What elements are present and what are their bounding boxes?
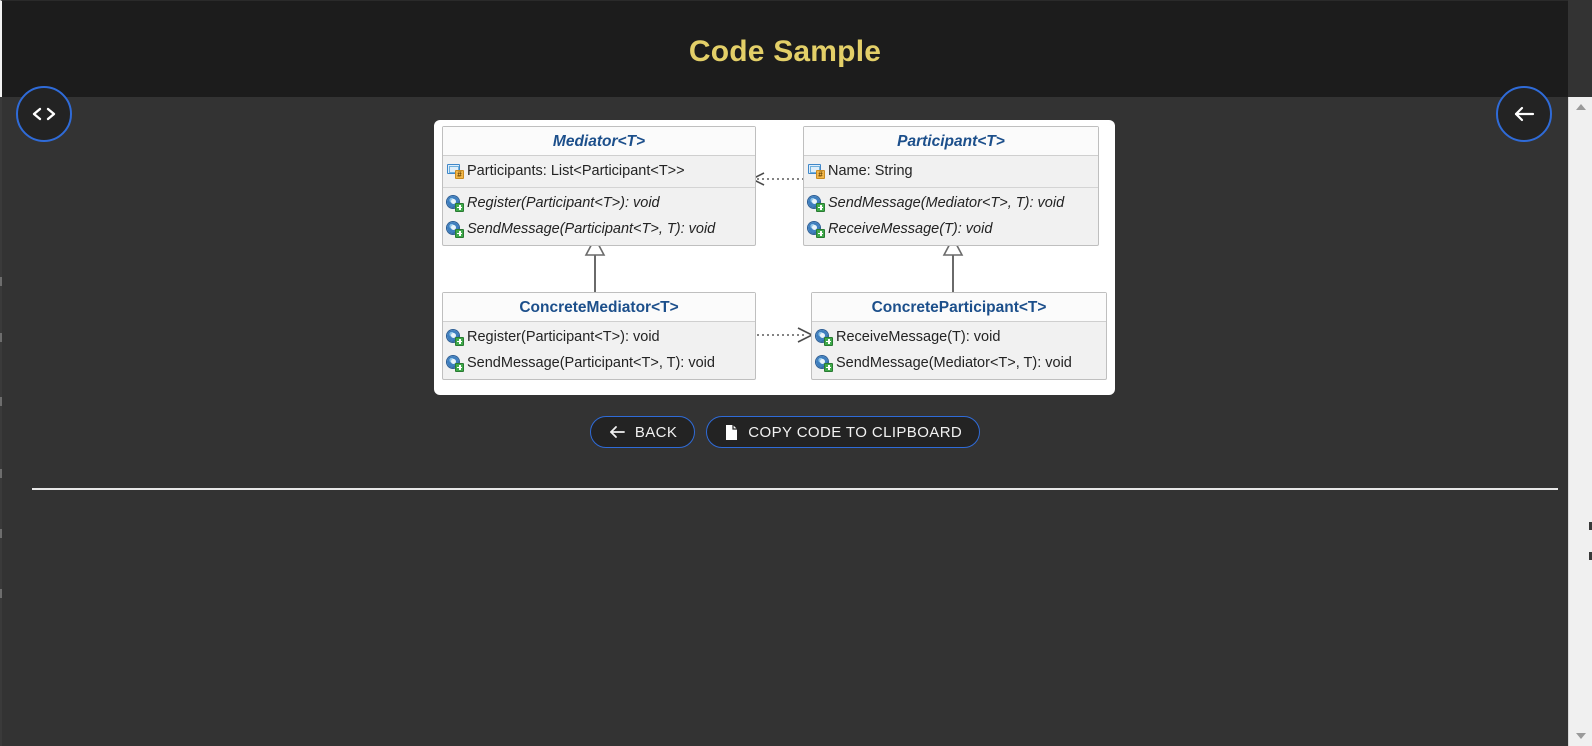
arrow-left-icon [1512,105,1536,123]
uml-class-title: ConcreteMediator<T> [443,293,755,322]
uml-property-row: # Name: String [804,158,1098,184]
uml-methods-section: ReceiveMessage(T): void SendMessage(Medi… [812,322,1106,379]
uml-member-label: ReceiveMessage(T): void [828,221,993,237]
floating-back-button[interactable] [1496,86,1552,142]
method-icon [816,355,833,372]
back-button[interactable]: BACK [589,416,696,448]
uml-method-row: SendMessage(Mediator<T>, T): void [812,350,1106,376]
uml-properties-section: # Name: String [804,156,1098,187]
section-divider [32,488,1558,490]
uml-class-concrete-participant[interactable]: ConcreteParticipant<T> ReceiveMessage(T)… [811,292,1107,380]
copy-code-button[interactable]: COPY CODE TO CLIPBOARD [706,416,981,448]
uml-method-row: Register(Participant<T>): void [443,324,755,350]
vertical-scrollbar[interactable] [1568,97,1592,746]
uml-member-label: Participants: List<Participant<T>> [467,163,685,179]
uml-member-label: SendMessage(Mediator<T>, T): void [836,355,1072,371]
uml-method-row: SendMessage(Mediator<T>, T): void [804,190,1098,216]
uml-method-row: SendMessage(Participant<T>, T): void [443,216,755,242]
uml-properties-section: # Participants: List<Participant<T>> [443,156,755,187]
uml-method-row: ReceiveMessage(T): void [812,324,1106,350]
uml-diagram-container: Mediator<T> # Participants: List<Partici… [434,120,1115,395]
uml-method-row: ReceiveMessage(T): void [804,216,1098,242]
uml-member-label: Register(Participant<T>): void [467,329,660,345]
page-title: Code Sample [688,35,882,68]
back-button-label: BACK [634,423,678,441]
copy-code-button-label: COPY CODE TO CLIPBOARD [748,423,963,441]
uml-method-row: Register(Participant<T>): void [443,190,755,216]
chevron-up-icon [1576,104,1586,110]
method-icon [808,195,825,212]
uml-member-label: ReceiveMessage(T): void [836,329,1001,345]
uml-member-label: Register(Participant<T>): void [467,195,660,211]
property-icon: # [447,163,464,179]
uml-member-label: Name: String [828,163,913,179]
uml-member-label: SendMessage(Participant<T>, T): void [467,221,716,237]
property-icon: # [808,163,825,179]
chevron-down-icon [1576,733,1586,739]
code-toggle-button[interactable] [16,86,72,142]
action-button-row: BACK COPY CODE TO CLIPBOARD [2,416,1568,448]
method-icon [447,221,464,238]
uml-class-participant[interactable]: Participant<T> # Name: String [803,126,1099,246]
uml-class-title: ConcreteParticipant<T> [812,293,1106,322]
uml-method-row: SendMessage(Participant<T>, T): void [443,350,755,376]
method-icon [447,329,464,346]
scrollbar-notch [1589,552,1592,560]
method-icon [447,195,464,212]
uml-class-mediator[interactable]: Mediator<T> # Participants: List<Partici… [442,126,756,246]
copy-file-icon [724,424,739,441]
uml-property-row: # Participants: List<Participant<T>> [443,158,755,184]
main-content: Mediator<T> # Participants: List<Partici… [2,97,1568,746]
uml-member-label: SendMessage(Participant<T>, T): void [467,355,715,371]
method-icon [447,355,464,372]
arrow-left-icon [608,425,626,439]
uml-methods-section: Register(Participant<T>): void SendMessa… [443,322,755,379]
uml-class-concrete-mediator[interactable]: ConcreteMediator<T> Register(Participant… [442,292,756,380]
scrollbar-up-button[interactable] [1569,97,1592,117]
uml-class-title: Participant<T> [804,127,1098,156]
scrollbar-thumb[interactable] [1569,117,1592,557]
scrollbar-notch [1589,522,1592,530]
uml-methods-section: SendMessage(Mediator<T>, T): void Receiv… [804,187,1098,245]
code-brackets-icon [31,105,57,123]
method-icon [816,329,833,346]
method-icon [808,221,825,238]
uml-member-label: SendMessage(Mediator<T>, T): void [828,195,1065,211]
uml-canvas: Mediator<T> # Participants: List<Partici… [434,120,1115,395]
uml-class-title: Mediator<T> [443,127,755,156]
page-header: Code Sample [0,0,1568,97]
scrollbar-down-button[interactable] [1569,726,1592,746]
uml-methods-section: Register(Participant<T>): void SendMessa… [443,187,755,245]
